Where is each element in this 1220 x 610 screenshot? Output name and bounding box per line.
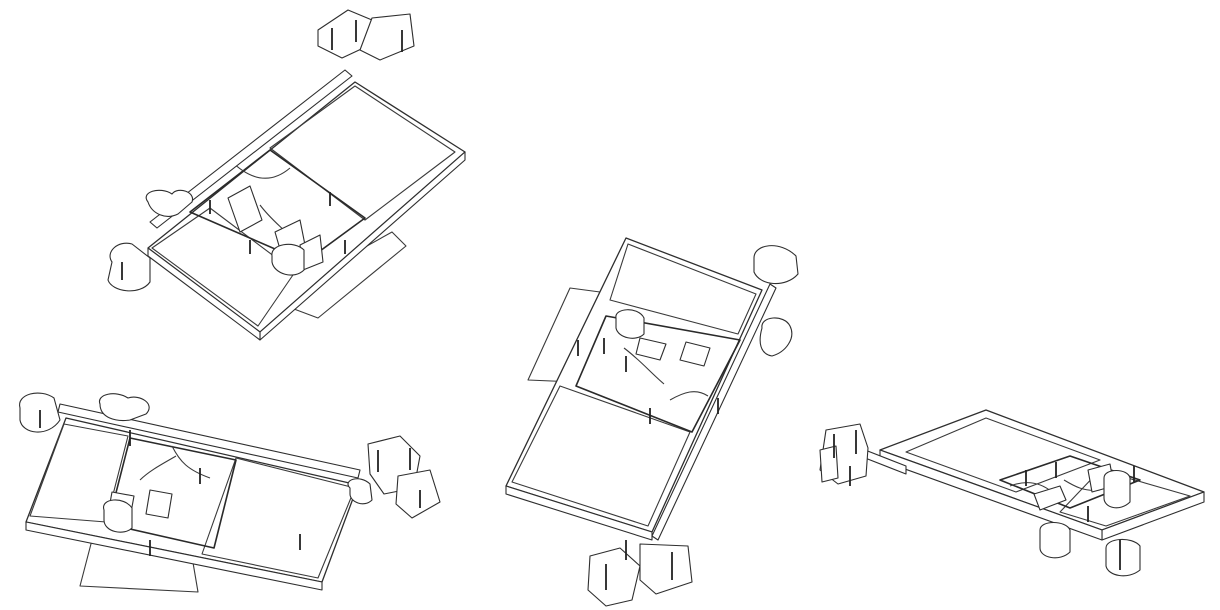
round-pod-mid	[145, 189, 194, 217]
view-bottom-left	[19, 392, 441, 593]
corridor-top-left	[149, 69, 353, 229]
round-pod-center-top	[753, 245, 799, 285]
view-right	[819, 409, 1205, 577]
round-pod-bottom-left-b	[99, 393, 150, 422]
round-pod-stair	[271, 243, 305, 276]
court-center	[575, 315, 741, 433]
corridor-center	[651, 283, 777, 541]
view-top-left	[107, 9, 466, 341]
end-block-center	[587, 547, 641, 607]
corridor-bottom-left	[57, 403, 361, 479]
floor-grid-right-b	[1059, 469, 1191, 527]
floor-grid-right	[905, 417, 1101, 493]
round-pod-right	[1103, 469, 1131, 509]
floor-grid-top-center	[609, 243, 757, 335]
round-pod-left	[107, 242, 151, 292]
floor-grid-bottom-center	[511, 385, 691, 527]
view-center	[505, 237, 799, 607]
floor-grid-right-bottom-left	[201, 457, 356, 579]
round-pod-center-mid	[759, 317, 793, 357]
